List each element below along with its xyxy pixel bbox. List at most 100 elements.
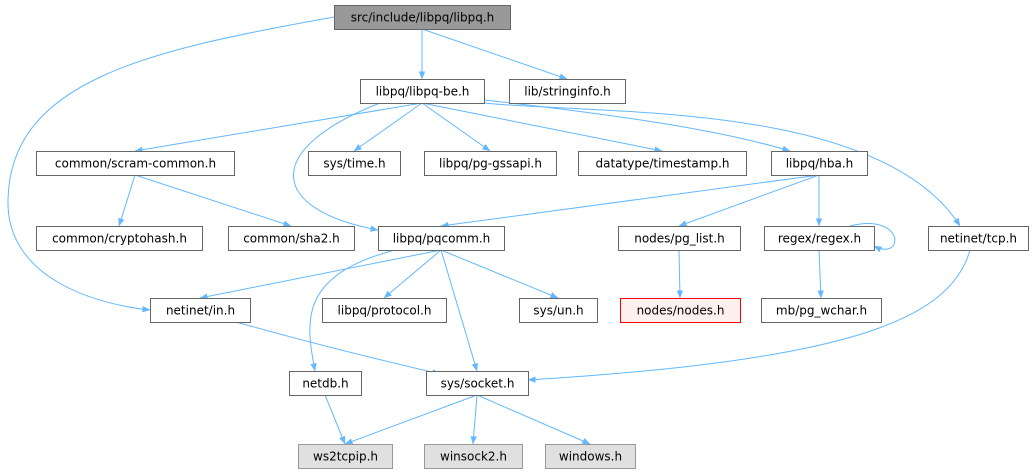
node-label-gssapi: libpq/pg-gssapi.h xyxy=(439,157,542,171)
edge-libpq_be-to-gssapi xyxy=(421,102,491,152)
edge-hba-to-pglist xyxy=(678,174,820,227)
node-stringinfo[interactable]: lib/stringinfo.h xyxy=(509,79,626,104)
node-label-sha2: common/sha2.h xyxy=(243,232,340,246)
edge-socket-to-windows xyxy=(476,394,591,445)
node-netdb[interactable]: netdb.h xyxy=(289,371,362,396)
edge-tcp-to-socket xyxy=(527,249,971,383)
node-regex[interactable]: regex/regex.h xyxy=(764,226,875,251)
node-winsock2[interactable]: winsock2.h xyxy=(424,444,523,469)
node-nodes[interactable]: nodes/nodes.h xyxy=(620,298,741,323)
node-label-tcp: netinet/tcp.h xyxy=(940,232,1017,246)
node-box-pgwchar xyxy=(761,298,882,323)
node-label-pglist: nodes/pg_list.h xyxy=(634,232,725,246)
node-box-scram xyxy=(36,151,235,176)
node-label-socket: sys/socket.h xyxy=(441,377,515,391)
node-label-winsock2: winsock2.h xyxy=(440,450,507,464)
edge-pqcomm-to-netdb xyxy=(309,249,396,372)
edge-libpq_be-to-tcp xyxy=(483,102,961,227)
node-label-hba: libpq/hba.h xyxy=(786,157,854,171)
node-pqcomm[interactable]: libpq/pqcomm.h xyxy=(378,226,505,251)
node-label-in: netinet/in.h xyxy=(166,304,235,318)
edge-pglist-to-nodes xyxy=(676,249,684,299)
node-label-sysun: sys/un.h xyxy=(533,304,583,318)
edge-pqcomm-to-in xyxy=(199,249,442,300)
edge-in-to-socket xyxy=(235,321,441,376)
dependency-edges xyxy=(7,16,971,445)
node-label-nodes: nodes/nodes.h xyxy=(637,304,725,318)
node-box-hba xyxy=(771,151,868,176)
node-libpq[interactable]: src/include/libpq/libpq.h xyxy=(334,5,511,30)
node-label-pqcomm: libpq/pqcomm.h xyxy=(393,232,491,246)
edge-regex-to-regex xyxy=(849,223,896,253)
node-label-pgwchar: mb/pg_wchar.h xyxy=(776,304,867,318)
node-cryptohash[interactable]: common/cryptohash.h xyxy=(36,226,203,251)
node-tcp[interactable]: netinet/tcp.h xyxy=(928,226,1029,251)
node-timestamp[interactable]: datatype/timestamp.h xyxy=(578,151,747,176)
node-label-libpq_be: libpq/libpq-be.h xyxy=(376,85,470,99)
edge-libpq_be-to-systime xyxy=(353,102,423,152)
edge-libpq_be-to-timestamp xyxy=(421,102,663,153)
node-hba[interactable]: libpq/hba.h xyxy=(771,151,868,176)
node-ws2tcpip[interactable]: ws2tcpip.h xyxy=(298,444,393,469)
node-gssapi[interactable]: libpq/pg-gssapi.h xyxy=(424,151,557,176)
node-label-protocol: libpq/protocol.h xyxy=(338,304,432,318)
edge-pqcomm-to-protocol xyxy=(383,249,442,299)
node-label-regex: regex/regex.h xyxy=(778,232,861,246)
node-box-winsock2 xyxy=(424,444,523,469)
node-socket[interactable]: sys/socket.h xyxy=(426,371,529,396)
node-scram[interactable]: common/scram-common.h xyxy=(36,151,235,176)
node-systime[interactable]: sys/time.h xyxy=(308,151,401,176)
node-label-systime: sys/time.h xyxy=(323,157,385,171)
node-sysun[interactable]: sys/un.h xyxy=(519,298,598,323)
node-box-libpq_be xyxy=(360,79,485,104)
node-box-gssapi xyxy=(424,151,557,176)
node-box-systime xyxy=(308,151,401,176)
node-box-windows xyxy=(545,444,636,469)
node-box-cryptohash xyxy=(36,226,203,251)
edge-pqcomm-to-sysun xyxy=(440,249,559,299)
node-box-protocol xyxy=(322,298,447,323)
node-label-scram: common/scram-common.h xyxy=(55,157,216,171)
node-box-tcp xyxy=(928,226,1029,251)
edge-hba-to-pqcomm xyxy=(440,174,820,229)
edge-regex-to-pgwchar xyxy=(817,249,824,299)
edge-socket-to-ws2tcpip xyxy=(344,394,478,445)
node-protocol[interactable]: libpq/protocol.h xyxy=(322,298,447,323)
node-label-windows: windows.h xyxy=(559,450,622,464)
node-windows[interactable]: windows.h xyxy=(545,444,636,469)
node-box-sysun xyxy=(519,298,598,323)
node-box-nodes xyxy=(620,298,741,323)
node-box-stringinfo xyxy=(509,79,626,104)
node-libpq_be[interactable]: libpq/libpq-be.h xyxy=(360,79,485,104)
node-box-sha2 xyxy=(228,226,355,251)
node-box-pglist xyxy=(618,226,741,251)
node-label-libpq: src/include/libpq/libpq.h xyxy=(351,11,495,25)
node-in[interactable]: netinet/in.h xyxy=(150,298,251,323)
node-box-ws2tcpip xyxy=(298,444,393,469)
header-nodes: src/include/libpq/libpq.h libpq/libpq-be.… xyxy=(36,5,1029,469)
node-label-ws2tcpip: ws2tcpip.h xyxy=(313,450,378,464)
node-box-regex xyxy=(764,226,875,251)
edge-netdb-to-ws2tcpip xyxy=(324,394,346,445)
node-box-libpq xyxy=(334,5,511,30)
node-box-timestamp xyxy=(578,151,747,176)
edge-libpq-to-in xyxy=(7,16,335,313)
edge-pqcomm-to-socket xyxy=(440,249,478,372)
edge-libpq_be-to-scram xyxy=(134,102,423,153)
edge-libpq-to-stringinfo xyxy=(421,28,568,80)
node-box-pqcomm xyxy=(378,226,505,251)
edge-scram-to-cryptohash xyxy=(118,174,136,227)
node-sha2[interactable]: common/sha2.h xyxy=(228,226,355,251)
node-box-socket xyxy=(426,371,529,396)
node-box-netdb xyxy=(289,371,362,396)
edge-libpq_be-to-pqcomm xyxy=(293,102,381,232)
node-pgwchar[interactable]: mb/pg_wchar.h xyxy=(761,298,882,323)
node-box-in xyxy=(150,298,251,323)
edge-socket-to-winsock2 xyxy=(470,394,478,445)
node-label-cryptohash: common/cryptohash.h xyxy=(52,232,187,246)
node-label-timestamp: datatype/timestamp.h xyxy=(595,157,729,171)
edge-libpq_be-to-hba xyxy=(483,99,791,152)
edge-scram-to-sha2 xyxy=(134,174,292,227)
node-pglist[interactable]: nodes/pg_list.h xyxy=(618,226,741,251)
